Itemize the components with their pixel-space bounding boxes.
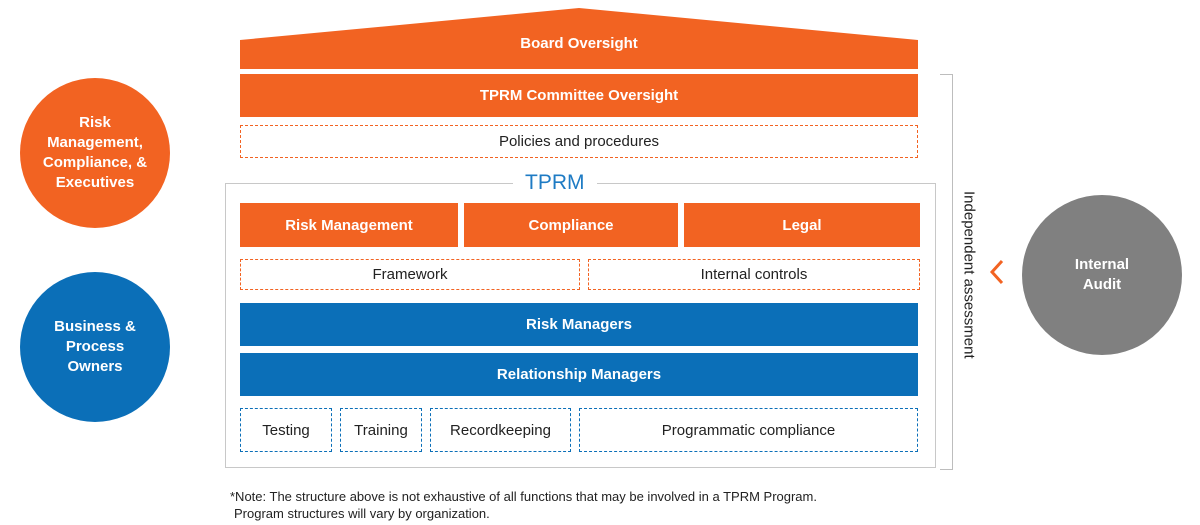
risk-management-block: Risk Management [240,203,458,247]
independent-assessment-label: Independent assessment [960,191,978,359]
footnote-line-1: *Note: The structure above is not exhaus… [230,489,817,504]
testing-box: Testing [240,408,332,452]
legal-block: Legal [684,203,920,247]
compliance-block: Compliance [464,203,678,247]
independent-assessment-bracket [940,74,953,470]
tprm-title: TPRM [513,170,597,196]
framework-box: Framework [240,259,580,290]
tprm-committee-oversight-bar: TPRM Committee Oversight [240,74,918,117]
footnote-line-2: Program structures will vary by organiza… [234,506,490,521]
board-oversight-roof [240,8,918,69]
risk-management-compliance-executives-circle: Risk Management, Compliance, & Executive… [20,78,170,228]
internal-audit-circle: Internal Audit [1022,195,1182,355]
risk-managers-bar: Risk Managers [240,303,918,346]
board-oversight-label: Board Oversight [520,34,638,52]
internal-audit-label: Internal Audit [1074,256,1130,293]
programmatic-compliance-box: Programmatic compliance [579,408,918,452]
internal-controls-box: Internal controls [588,259,920,290]
training-box: Training [340,408,422,452]
policies-procedures-box: Policies and procedures [240,125,918,158]
relationship-managers-bar: Relationship Managers [240,353,918,396]
chevron-left-icon [989,259,1004,285]
risk-management-circle-label: Risk Management, Compliance, & Executive… [42,114,148,191]
business-circle-label: Business & Process Owners [54,318,136,375]
footnote: *Note: The structure above is not exhaus… [230,488,990,522]
recordkeeping-box: Recordkeeping [430,408,571,452]
business-process-owners-circle: Business & Process Owners [20,272,170,422]
